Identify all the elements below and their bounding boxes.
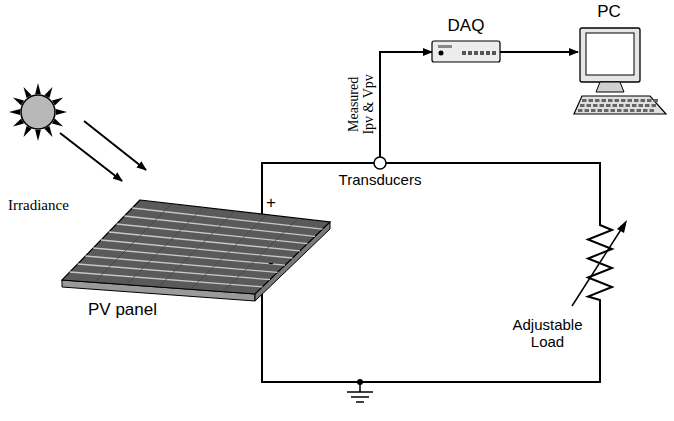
terminal-sign: - — [268, 254, 274, 273]
node-label: Adjustable Load — [500, 316, 595, 351]
daq-device: DAQ — [430, 16, 502, 64]
pv-panel: PV panel — [58, 196, 333, 324]
signal-arrow — [500, 51, 578, 53]
transducer-node: Transducers — [325, 155, 435, 191]
adjustable-load-shape — [500, 210, 630, 360]
node-label: PC — [572, 2, 646, 22]
adjustable-load: Adjustable Load — [500, 210, 630, 360]
edge-label: Measured Ipv & Vpv — [345, 70, 376, 140]
node-label: PV panel — [88, 300, 157, 320]
irradiance-arrows — [60, 121, 146, 181]
irradiance-label: Irradiance — [8, 197, 69, 214]
circuit-wire — [262, 287, 600, 382]
pc-computer: PC — [572, 2, 668, 120]
node-label: Transducers — [325, 171, 435, 188]
circuit-wire — [262, 163, 374, 214]
sun-symbol — [9, 83, 67, 141]
signal-arrow — [380, 52, 432, 157]
node-label: DAQ — [430, 16, 502, 36]
circuit-wire — [386, 163, 600, 215]
terminal-sign: + — [266, 194, 276, 213]
